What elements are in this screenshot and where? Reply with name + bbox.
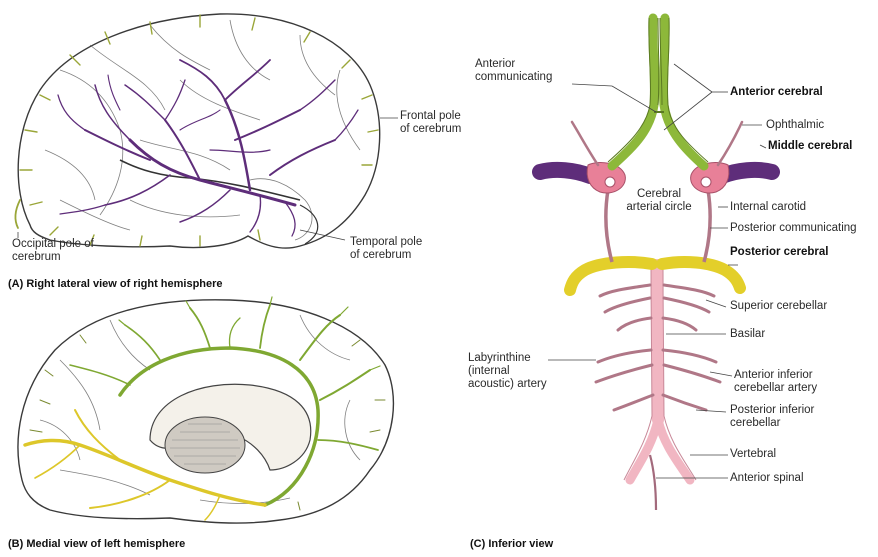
ophthalmic-arteries [572,122,742,165]
label-labyrinthine: Labyrinthine (internal acoustic) artery [468,352,548,391]
label-anterior-inferior-cerebellar: Anterior inferior cerebellar artery [734,369,844,395]
label-anterior-spinal: Anterior spinal [730,472,804,485]
label-posterior-inferior-cerebellar: Posterior inferior cerebellar [730,404,850,430]
caption-panel-c: (C) Inferior view [470,538,553,550]
label-posterior-communicating: Posterior communicating [730,222,857,235]
label-superior-cerebellar: Superior cerebellar [730,300,827,313]
label-vertebral: Vertebral [730,448,776,461]
label-basilar: Basilar [730,328,765,341]
label-posterior-cerebral: Posterior cerebral [730,246,828,259]
vertebrobasilar-system [630,265,690,480]
label-anterior-communicating: Anterior communicating [475,58,575,84]
label-middle-cerebral: Middle cerebral [768,140,852,153]
label-ophthalmic: Ophthalmic [766,119,824,132]
label-cerebral-arterial-circle: Cerebral arterial circle [626,188,692,214]
label-internal-carotid: Internal carotid [730,201,806,214]
anterior-spinal-artery [650,455,656,510]
middle-cerebral-arteries [540,170,772,176]
label-anterior-cerebral: Anterior cerebral [730,86,823,99]
